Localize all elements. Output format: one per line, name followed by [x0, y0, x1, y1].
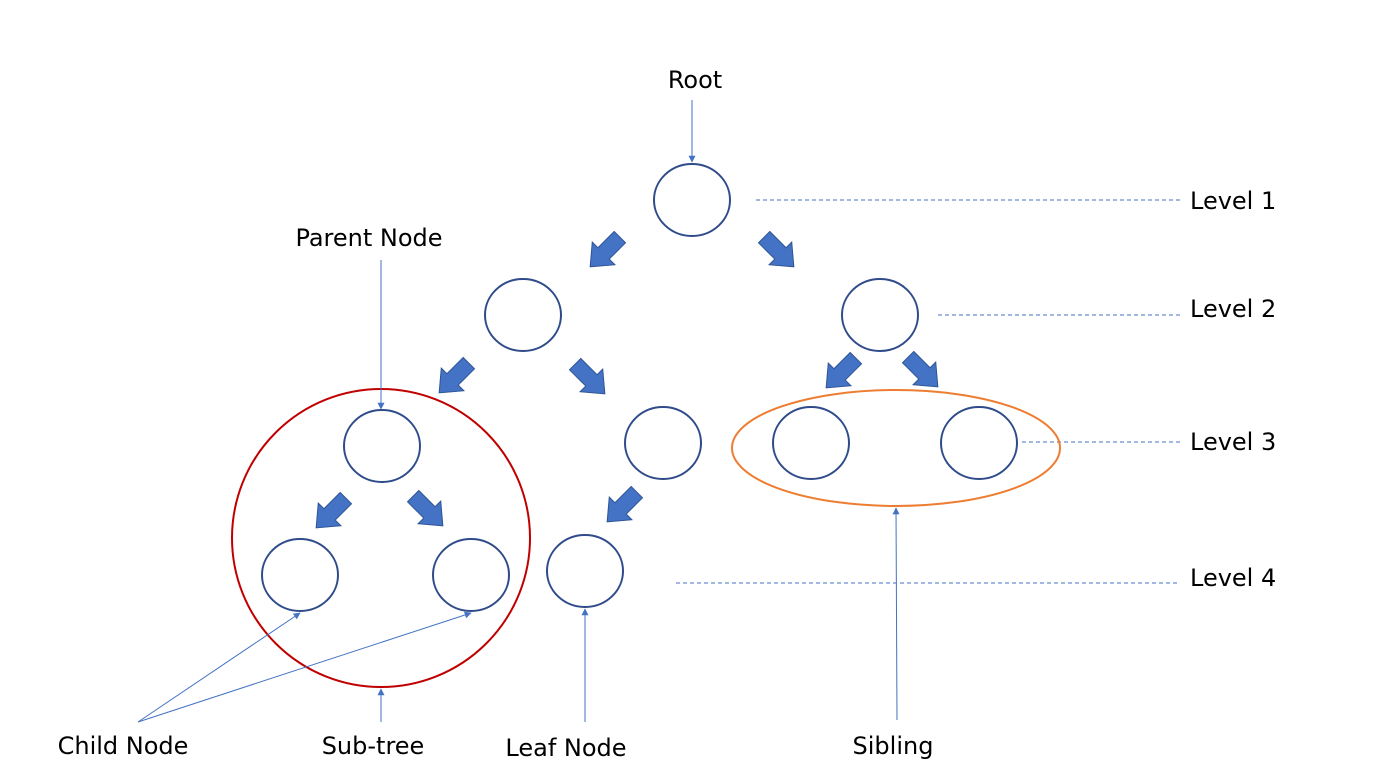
level-3-label: Level 3 — [1190, 428, 1276, 456]
down-left-arrow-icon — [304, 486, 358, 540]
level-2-left-node — [484, 278, 562, 352]
level-2-label: Level 2 — [1190, 295, 1276, 323]
root-node — [653, 163, 731, 237]
leaf-node — [546, 534, 624, 608]
tree-nodes — [261, 163, 1018, 612]
level-4-label: Level 4 — [1190, 564, 1276, 592]
level-1-label: Level 1 — [1190, 187, 1276, 215]
sibling-ellipse — [731, 389, 1061, 507]
level-guides — [676, 199, 1180, 584]
pointer-lines — [137, 100, 900, 723]
down-right-arrow-icon — [752, 225, 806, 279]
child-node-pointer-left — [137, 612, 301, 723]
level-2-right-node — [841, 278, 919, 352]
child-node-right — [432, 538, 510, 612]
root-label: Root — [668, 66, 722, 94]
sibling-node-left — [772, 406, 850, 480]
down-left-arrow-icon — [427, 351, 481, 405]
child-node-label: Child Node — [58, 732, 189, 760]
block-arrows — [304, 225, 950, 540]
leaf-node-label: Leaf Node — [505, 734, 626, 762]
parent-node-label: Parent Node — [295, 224, 442, 252]
down-right-arrow-icon — [401, 484, 455, 538]
down-left-arrow-icon — [595, 480, 649, 534]
child-node-left — [261, 538, 339, 612]
parent-node — [343, 409, 421, 483]
child-node-pointer-right — [137, 611, 472, 723]
sub-tree-label: Sub-tree — [322, 732, 425, 760]
sibling-node-right — [940, 406, 1018, 480]
down-right-arrow-icon — [563, 352, 617, 406]
sibling-label: Sibling — [853, 732, 934, 760]
sibling-pointer — [892, 507, 900, 721]
level-3-middle-node — [624, 406, 702, 480]
down-left-arrow-icon — [578, 225, 632, 279]
